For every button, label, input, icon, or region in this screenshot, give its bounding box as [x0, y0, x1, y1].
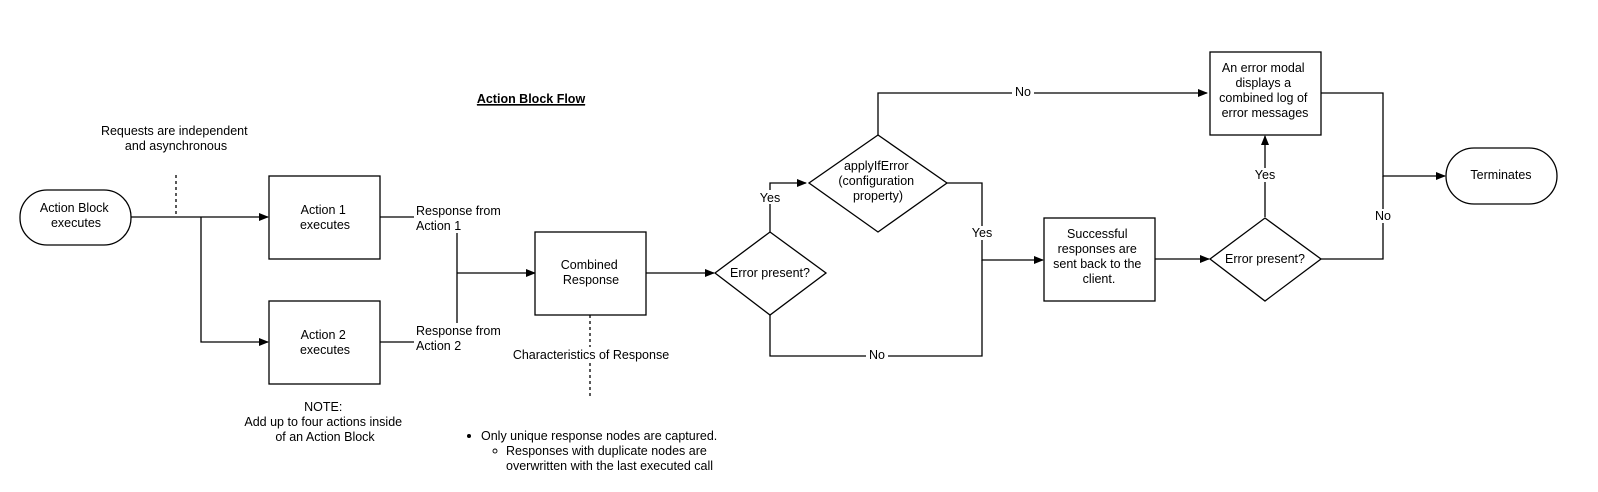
- error-decision-1: [713, 231, 828, 316]
- response-from-action2: Response from Action 2: [416, 324, 504, 353]
- note-annotation: NOTE: Add up to four actions inside of a…: [244, 400, 405, 444]
- error-modal-label: An error modal displays a combined log o…: [1219, 61, 1311, 120]
- error-decision-2-label: Error present?: [1225, 252, 1305, 266]
- terminates-label: Terminates: [1470, 168, 1531, 182]
- bullet-item-1: Only unique response nodes are captured.: [481, 429, 717, 443]
- start-terminal: [19, 189, 132, 246]
- characteristics-label: Characteristics of Response: [513, 348, 669, 362]
- edge-start-action2: [200, 217, 269, 346]
- edge-apply-no: [877, 89, 1208, 135]
- apply-if-error-label: applyIfError (configuration property): [838, 159, 917, 203]
- apply-if-error-decision: [807, 134, 949, 233]
- edge-label-yes-apply: Yes: [972, 226, 992, 240]
- terminates-terminal: [1445, 147, 1558, 205]
- edge-label-no-1: No: [869, 348, 885, 362]
- start-label: Action Block executes: [40, 201, 112, 230]
- action1-box: [268, 175, 381, 260]
- action2-label: Action 2 executes: [300, 328, 350, 357]
- edge-label-yes-1: Yes: [760, 191, 780, 205]
- edge-action1-response: [380, 216, 458, 324]
- error-decision-2: [1208, 217, 1323, 302]
- bullet-item-2: Responses with duplicate nodes are overw…: [506, 444, 713, 473]
- bullet-dot-2: [492, 448, 498, 454]
- edge-apply-yes: [947, 182, 1044, 264]
- combined-response-box: [534, 231, 647, 316]
- requests-annotation: Requests are independent and asynchronou…: [101, 124, 251, 153]
- bullet-dot-1: [467, 434, 471, 438]
- action1-label: Action 1 executes: [300, 203, 350, 232]
- error-decision-1-label: Error present?: [730, 266, 810, 280]
- edge-label-yes-2: Yes: [1255, 168, 1275, 182]
- success-box: [1043, 217, 1156, 302]
- combined-response-label: Combined Response: [561, 258, 621, 287]
- success-label: Successful responses are sent back to th…: [1053, 227, 1145, 286]
- edge-error1-yes: [769, 179, 807, 232]
- edge-label-no-2: No: [1375, 209, 1391, 223]
- edge-error2-no: [1321, 176, 1384, 260]
- edge-modal-terminates: [1321, 92, 1446, 180]
- diagram-title: Action Block Flow: [477, 92, 586, 106]
- edge-label-no-apply: No: [1015, 85, 1031, 99]
- response-from-action1: Response from Action 1: [416, 204, 504, 233]
- error-modal-box: [1209, 51, 1322, 136]
- action2-box: [268, 300, 381, 385]
